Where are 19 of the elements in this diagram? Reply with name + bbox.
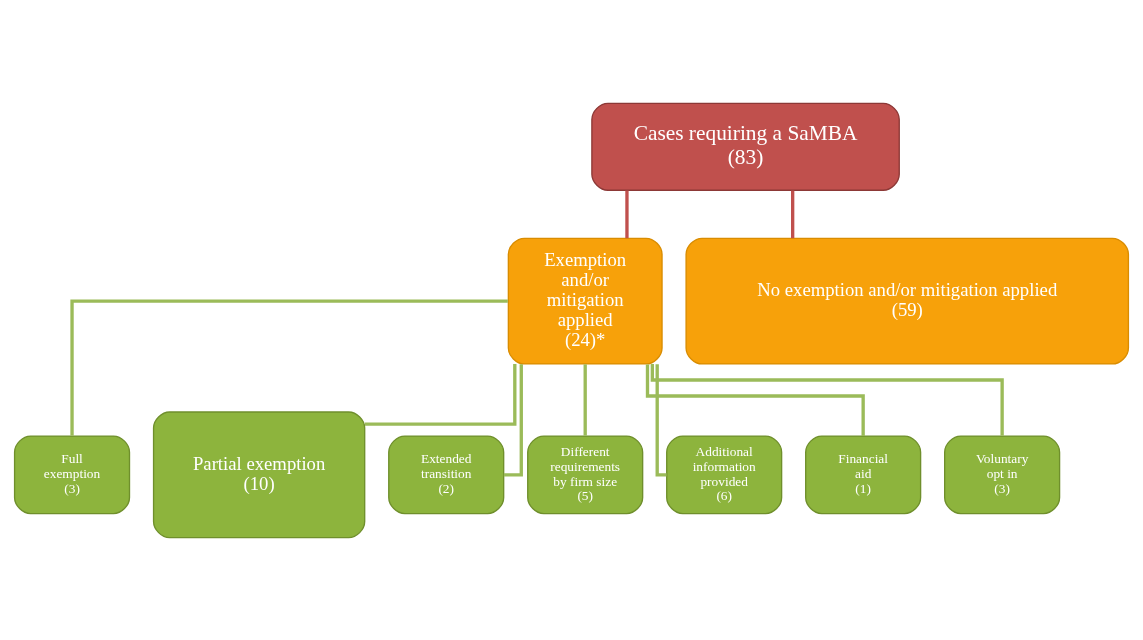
connector (650, 363, 1004, 436)
connector (655, 363, 667, 477)
connector (791, 190, 795, 238)
node-box: Extended transition (2) (388, 434, 505, 514)
node-box: Exemption and/or mitigation applied (24)* (507, 237, 663, 365)
node-box: Partial exemption (10) (152, 410, 366, 538)
connector (503, 363, 523, 477)
node-box: Voluntary opt in (3) (944, 434, 1061, 514)
node-box: Full exemption (3) (13, 434, 131, 514)
node-box: No exemption and/or mitigation applied (59) (685, 237, 1130, 365)
connector (364, 363, 517, 426)
connector (70, 298, 508, 436)
node-box: Cases requiring a SaMBA (83) (591, 102, 900, 191)
node-box: Additional information provided (6) (666, 434, 783, 514)
connector (583, 363, 587, 436)
node-box: Financial aid (1) (805, 434, 922, 514)
node-box: Different requirements by firm size (5) (527, 434, 644, 514)
connector (625, 190, 629, 238)
connector (645, 363, 865, 436)
